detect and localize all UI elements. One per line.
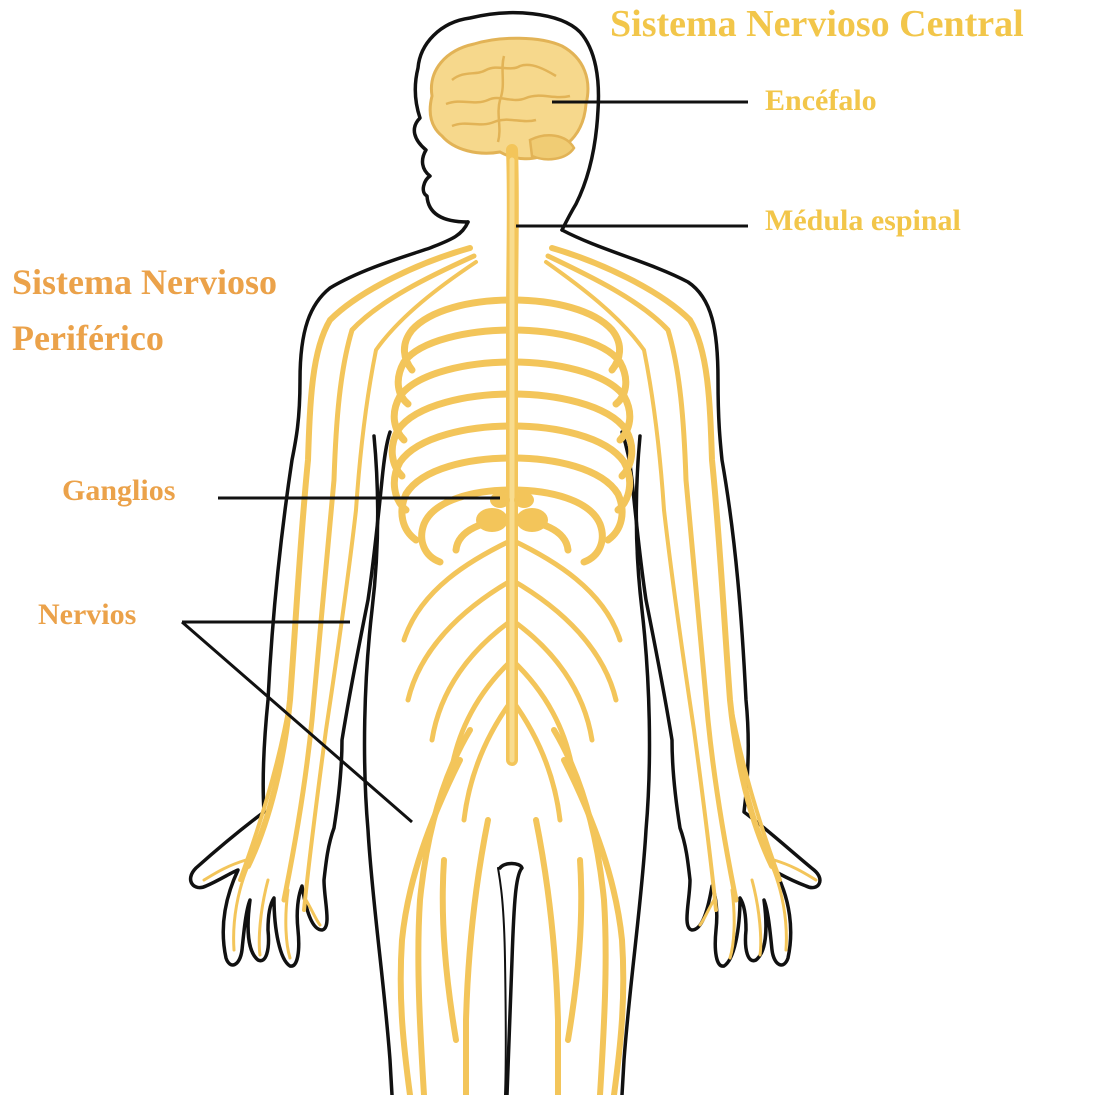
label-nervios: Nervios — [38, 598, 136, 632]
label-encefalo: Encéfalo — [765, 84, 877, 118]
label-ganglios: Ganglios — [62, 474, 175, 508]
label-medula-espinal: Médula espinal — [765, 204, 961, 238]
leader-nervios-leg — [182, 622, 412, 822]
cns-title: Sistema Nervioso Central — [610, 2, 1024, 46]
pns-title: Sistema Nervioso Periférico — [12, 254, 372, 366]
brain-icon — [430, 38, 588, 159]
leg-nerves — [401, 730, 624, 1095]
